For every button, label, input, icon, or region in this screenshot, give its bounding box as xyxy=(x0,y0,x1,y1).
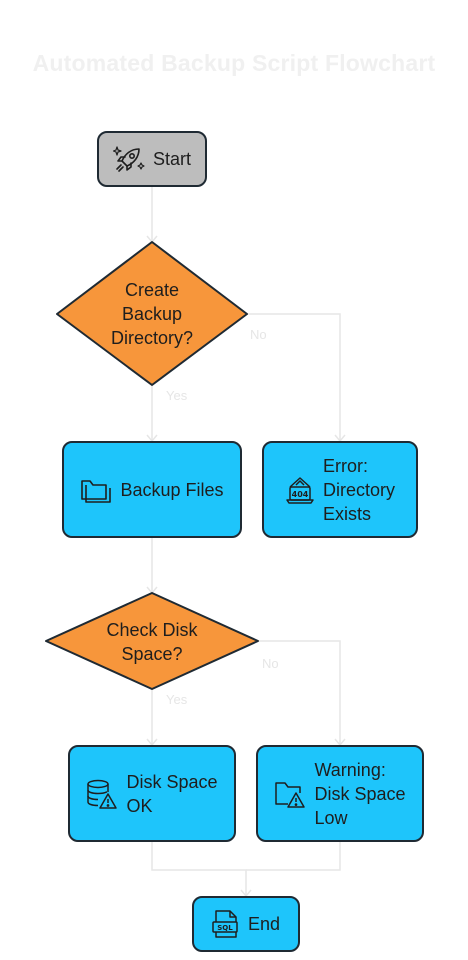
edge-label-no: No xyxy=(262,656,279,671)
end-label: End xyxy=(247,914,281,934)
backup-files-label: Backup Files xyxy=(120,479,224,500)
edge-check-no xyxy=(258,640,341,745)
disk-space-ok-node[interactable]: Disk Space OK xyxy=(68,745,236,842)
decision-check-disk-label: Check Disk Space? xyxy=(106,620,198,664)
decision-check-disk-shape xyxy=(45,592,259,690)
svg-text:404: 404 xyxy=(292,490,309,499)
error-404-icon: 404 xyxy=(285,475,315,505)
disk-space-low-label: Warning: Disk Space Low xyxy=(314,759,406,828)
error-directory-exists-node[interactable]: 404 Error: Directory Exists xyxy=(262,441,418,538)
start-label: Start xyxy=(152,149,191,169)
start-node[interactable]: Start xyxy=(97,131,207,187)
edge-label-yes: Yes xyxy=(166,388,188,403)
backup-files-node[interactable]: Backup Files xyxy=(62,441,242,538)
disk-space-ok-label: Disk Space OK xyxy=(126,771,218,816)
end-node[interactable]: SQL End xyxy=(192,896,300,952)
edge-create-no xyxy=(247,313,341,441)
connectors xyxy=(151,187,341,896)
svg-text:SQL: SQL xyxy=(217,924,233,932)
folder-icon xyxy=(80,476,112,504)
folder-warning-icon xyxy=(274,779,306,809)
decision-create-directory-label: Create Backup Directory? xyxy=(110,280,194,348)
edge-ok-to-end xyxy=(151,842,247,896)
edge-label-yes: Yes xyxy=(166,692,188,707)
error-directory-exists-label: Error: Directory Exists xyxy=(322,455,395,524)
decision-create-directory-shape xyxy=(56,241,248,386)
edge-low-to-end xyxy=(246,842,341,871)
disk-space-low-node[interactable]: Warning: Disk Space Low xyxy=(256,745,424,842)
edge-label-no: No xyxy=(250,327,267,342)
flowchart-title: Automated Backup Script Flowchart xyxy=(32,50,436,76)
sql-file-icon: SQL xyxy=(212,909,240,939)
rocket-icon xyxy=(112,143,145,175)
database-warning-icon xyxy=(86,778,118,810)
